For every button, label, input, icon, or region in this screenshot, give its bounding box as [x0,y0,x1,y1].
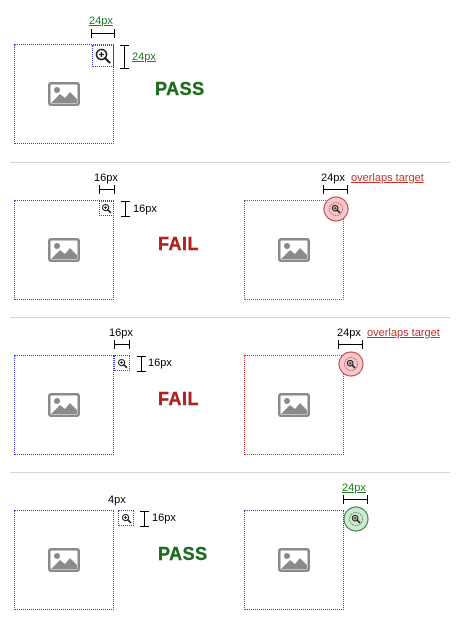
main-target [14,44,114,144]
section-divider [10,472,450,473]
image-placeholder-icon [48,82,80,106]
section-divider [10,162,450,163]
zoom-in-icon [117,358,128,369]
width-dimension-line [91,29,115,38]
width-dimension-line [99,185,115,194]
image-placeholder-icon [278,548,310,572]
target-radius-circle [338,351,364,377]
width-label: 24px [89,15,113,27]
small-target [118,510,134,526]
height-dimension-line [121,201,130,217]
image-placeholder-icon [278,393,310,417]
zoom-in-icon [346,359,356,369]
zoom-in-icon [331,204,341,214]
small-target [99,201,114,216]
main-target [14,510,114,610]
zoom-in-icon [351,514,361,524]
overlap-label: overlaps target [367,327,440,339]
section-divider [10,317,450,318]
zoom-in-icon [95,48,111,64]
main-target [14,355,114,455]
spaced-target [244,510,344,610]
height-dimension-line [140,511,149,527]
circle-dimension-line [343,495,368,504]
height-label: 16px [148,357,172,369]
target-radius-circle [343,506,369,532]
small-target [114,355,130,371]
verdict-fail: FAIL [158,389,199,409]
overlap-label: overlaps target [351,172,424,184]
zoom-in-icon [101,203,112,214]
image-placeholder-icon [48,238,80,262]
target-radius-circle [323,196,349,222]
circle-dimension-line [338,340,363,349]
small-target [92,45,114,67]
circle-size-label: 24px [321,172,345,184]
image-placeholder-icon [48,393,80,417]
circle-size-label: 24px [342,482,366,494]
main-target [14,200,114,300]
verdict-fail: FAIL [158,234,199,254]
height-dimension-line [120,45,129,69]
height-label: 24px [132,51,156,63]
circle-dimension-line [323,185,348,194]
image-placeholder-icon [48,548,80,572]
spacing-label: 4px [108,494,126,506]
width-label: 16px [109,327,133,339]
height-label: 16px [133,203,157,215]
overlap-target [244,355,344,455]
width-dimension-line [114,340,130,349]
verdict-pass: PASS [158,544,208,564]
height-dimension-line [137,356,146,372]
width-label: 16px [94,172,118,184]
zoom-in-icon [121,513,132,524]
height-label: 16px [152,512,176,524]
verdict-pass: PASS [155,79,205,99]
circle-size-label: 24px [337,327,361,339]
image-placeholder-icon [278,238,310,262]
overlap-target [244,200,344,300]
